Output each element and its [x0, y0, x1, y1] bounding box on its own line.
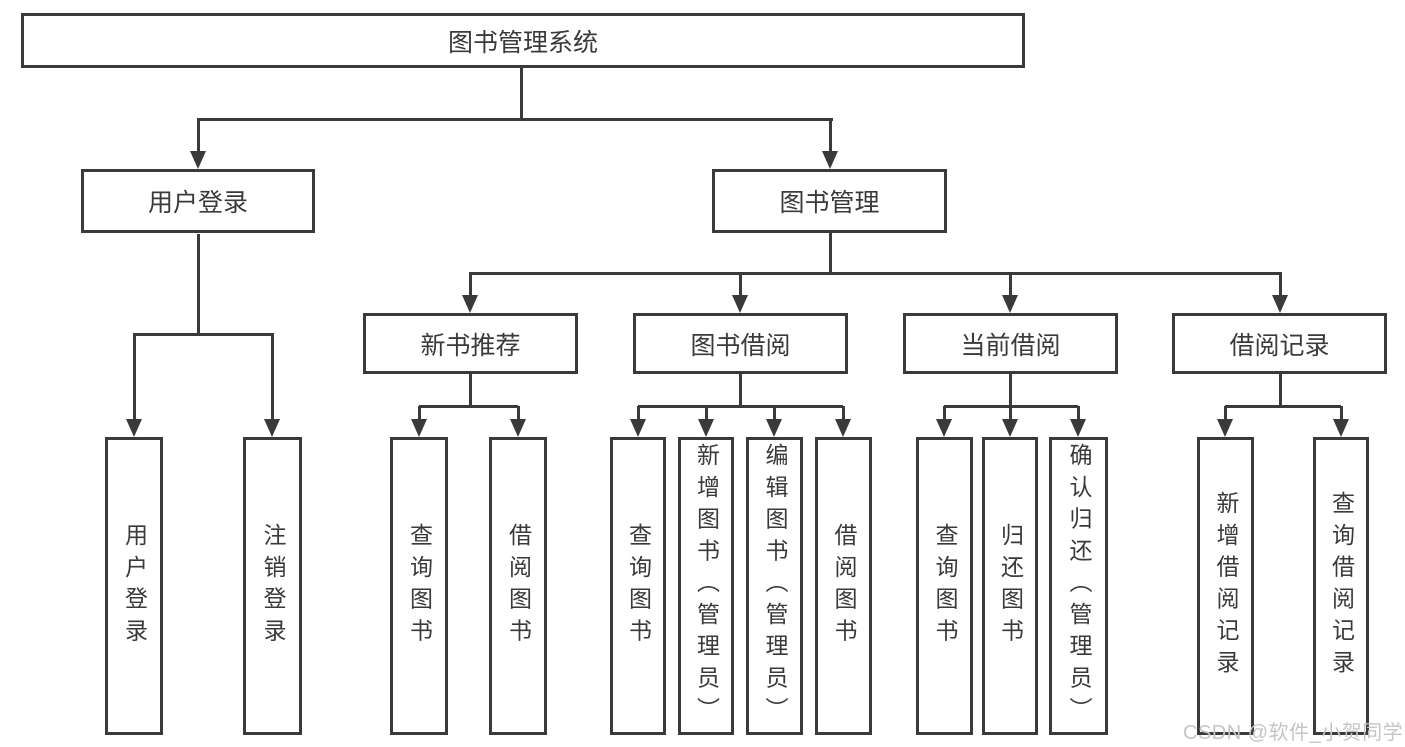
- leaf-query-borrow-record: 查询借阅记录: [1313, 437, 1369, 735]
- arrowhead-down-icon: [510, 419, 526, 437]
- arrowhead-down-icon: [822, 151, 838, 169]
- arrowhead-down-icon: [936, 419, 952, 437]
- connector-line: [133, 333, 274, 336]
- connector-line: [520, 68, 523, 119]
- arrowhead-down-icon: [411, 419, 427, 437]
- leaf-label: 查询借阅记录: [1328, 490, 1355, 682]
- leaf-label: 借阅图书: [505, 522, 532, 650]
- arrow-stem: [133, 334, 136, 425]
- leaf-label: 注销登录: [260, 522, 286, 650]
- arrow-stem: [418, 406, 421, 425]
- arrowhead-down-icon: [732, 295, 748, 313]
- arrow-stem: [842, 406, 845, 425]
- connector-line: [739, 374, 742, 407]
- leaf-confirm-return-admin: 确认归还（管理员）: [1049, 437, 1108, 735]
- leaf-add-borrow-record: 新增借阅记录: [1197, 437, 1254, 735]
- leaf-add-book-admin: 新增图书（管理员）: [678, 437, 734, 735]
- node-label: 图书管理: [779, 189, 880, 217]
- node-borrowing-records: 借阅记录: [1172, 313, 1387, 374]
- node-label: 借阅记录: [1229, 331, 1330, 360]
- leaf-label: 归还图书: [997, 522, 1024, 650]
- arrowhead-down-icon: [126, 419, 142, 437]
- leaf-query-books-borrowing: 查询图书: [610, 437, 666, 735]
- leaf-logout: 注销登录: [243, 437, 302, 735]
- connector-line: [469, 374, 472, 407]
- leaf-borrow-books-borrowing: 借阅图书: [815, 437, 872, 735]
- arrow-stem: [943, 406, 946, 425]
- connector-line: [197, 234, 200, 335]
- node-user-login: 用户登录: [81, 169, 315, 233]
- leaf-label: 查询图书: [932, 522, 958, 650]
- leaf-label: 查询图书: [406, 522, 433, 650]
- node-label: 用户登录: [147, 189, 248, 217]
- arrowhead-down-icon: [630, 419, 646, 437]
- node-book-borrowing: 图书借阅: [633, 313, 848, 374]
- leaf-user-login: 用户登录: [105, 437, 163, 735]
- arrowhead-down-icon: [462, 295, 478, 313]
- arrow-stem: [773, 406, 776, 425]
- arrow-stem: [197, 119, 200, 157]
- leaf-label: 用户登录: [121, 522, 148, 650]
- arrowhead-down-icon: [835, 419, 851, 437]
- connector-line: [419, 405, 518, 408]
- node-label: 图书借阅: [690, 331, 791, 360]
- leaf-label: 借阅图书: [831, 522, 857, 650]
- arrow-stem: [271, 334, 274, 425]
- arrow-stem: [1224, 406, 1227, 425]
- arrow-stem: [829, 119, 832, 157]
- arrowhead-down-icon: [1272, 295, 1288, 313]
- arrowhead-down-icon: [1002, 419, 1018, 437]
- leaf-edit-book-admin: 编辑图书（管理员）: [746, 437, 803, 735]
- connector-line: [638, 405, 843, 408]
- arrowhead-down-icon: [1002, 295, 1018, 313]
- arrowhead-down-icon: [698, 419, 714, 437]
- leaf-query-books-current: 查询图书: [916, 437, 973, 735]
- connector-line: [197, 118, 833, 121]
- node-label: 图书管理系统: [447, 28, 598, 57]
- arrow-stem: [469, 273, 472, 301]
- connector-line: [1225, 405, 1341, 408]
- connector-line: [829, 233, 832, 274]
- arrow-stem: [739, 273, 742, 301]
- leaf-label: 新增借阅记录: [1213, 490, 1239, 682]
- node-book-management: 图书管理: [712, 169, 947, 233]
- arrow-stem: [637, 406, 640, 425]
- node-new-book-recommend: 新书推荐: [363, 313, 578, 374]
- leaf-query-books-recommend: 查询图书: [390, 437, 448, 735]
- leaf-label: 编辑图书（管理员）: [762, 443, 788, 729]
- arrow-stem: [1340, 406, 1343, 425]
- arrowhead-down-icon: [1333, 419, 1349, 437]
- node-label: 当前借阅: [960, 331, 1061, 360]
- arrowhead-down-icon: [190, 151, 206, 169]
- leaf-borrow-books-recommend: 借阅图书: [489, 437, 547, 735]
- csdn-watermark: CSDN @软件_小贺同学: [1183, 722, 1404, 744]
- arrowhead-down-icon: [1217, 419, 1233, 437]
- arrowhead-down-icon: [766, 419, 782, 437]
- node-current-borrowing: 当前借阅: [903, 313, 1118, 374]
- arrow-stem: [1009, 273, 1012, 301]
- connector-line: [1279, 374, 1282, 407]
- leaf-label: 新增图书（管理员）: [693, 443, 720, 729]
- leaf-label: 确认归还（管理员）: [1066, 443, 1092, 729]
- arrow-stem: [517, 406, 520, 425]
- connector-line: [1009, 374, 1012, 407]
- leaf-label: 查询图书: [625, 522, 652, 650]
- arrow-stem: [705, 406, 708, 425]
- connector-line: [469, 272, 1282, 275]
- arrowhead-down-icon: [264, 419, 280, 437]
- node-library-management-system: 图书管理系统: [21, 13, 1025, 68]
- arrowhead-down-icon: [1070, 419, 1086, 437]
- arrow-stem: [1077, 406, 1080, 425]
- leaf-return-book: 归还图书: [982, 437, 1038, 735]
- node-label: 新书推荐: [420, 331, 521, 360]
- arrow-stem: [1279, 273, 1282, 301]
- arrow-stem: [1009, 406, 1012, 425]
